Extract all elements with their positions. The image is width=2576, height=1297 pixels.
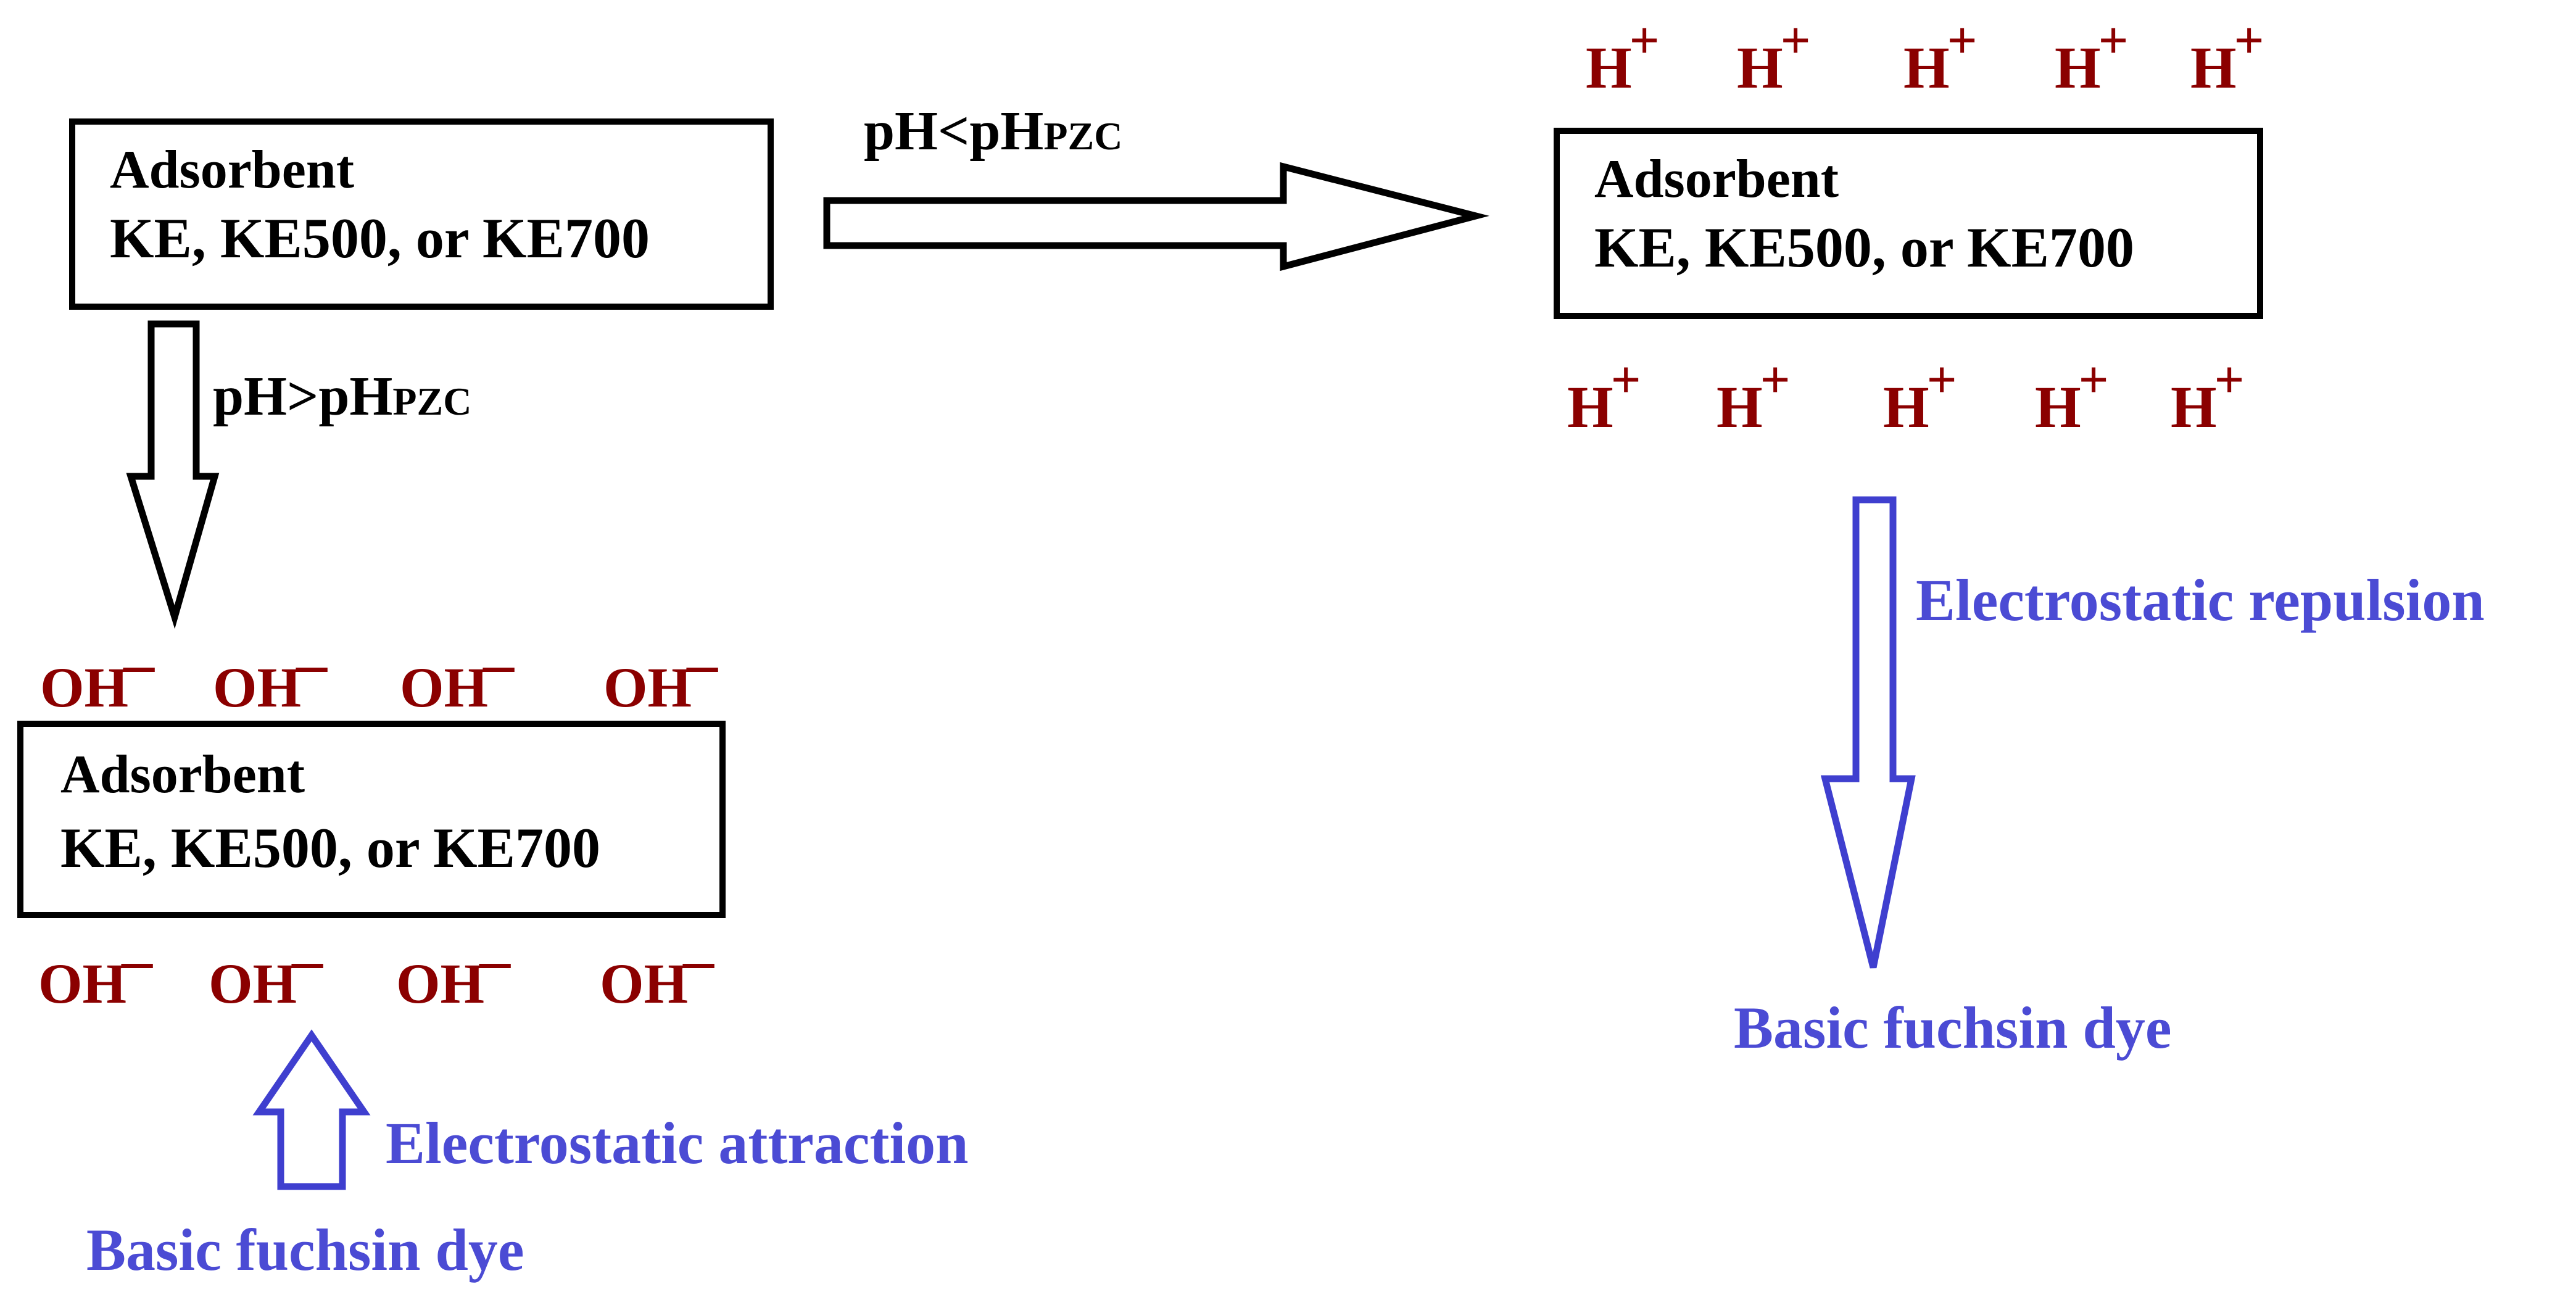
proton-ion: H+ <box>1567 350 1641 440</box>
positive-charge: + <box>1947 10 1978 70</box>
adsorbent-materials: KE, KE500, or KE700 <box>1594 216 2134 279</box>
proton-ion: H+ <box>2171 350 2245 440</box>
hydroxide-ion: OH– <box>603 629 718 719</box>
adsorbent-box-basic: Adsorbent KE, KE500, or KE700 <box>17 721 726 918</box>
negative-charge: – <box>483 629 515 698</box>
proton-ion: H+ <box>1717 350 1791 440</box>
positive-charge: + <box>1926 350 1957 409</box>
hydroxide-ion: OH– <box>600 926 714 1015</box>
proton-ion: H+ <box>2055 10 2129 101</box>
condition-acidic-subscript: PZC <box>1043 114 1123 158</box>
proton-ion: H+ <box>2035 350 2109 440</box>
positive-charge: + <box>1780 10 1811 70</box>
positive-charge: + <box>2078 350 2109 409</box>
negative-charge: – <box>687 629 718 698</box>
condition-basic-subscript: PZC <box>392 379 472 423</box>
proton-ion: H+ <box>2190 10 2264 101</box>
negative-charge: – <box>122 926 153 994</box>
negative-charge: – <box>479 926 511 994</box>
negative-charge: – <box>292 926 323 994</box>
adsorbent-title: Adsorbent <box>110 140 355 200</box>
hydroxide-ion: OH– <box>38 926 153 1015</box>
proton-ion: H+ <box>1883 350 1957 440</box>
arrow-down-repulsion <box>1820 496 1916 969</box>
dye-label-acidic: Basic fuchsin dye <box>1734 995 2172 1061</box>
arrow-down-basic <box>126 320 220 629</box>
positive-charge: + <box>2234 10 2264 70</box>
hydroxide-ion: OH– <box>209 926 323 1015</box>
hydroxide-ion: OH– <box>213 629 328 719</box>
negative-charge: – <box>123 629 155 698</box>
positive-charge: + <box>2214 350 2245 409</box>
adsorbent-box-acidic: Adsorbent KE, KE500, or KE700 <box>1554 128 2263 319</box>
dye-label-basic: Basic fuchsin dye <box>86 1217 524 1283</box>
proton-ion: H+ <box>1903 10 1978 101</box>
arrow-right-acidic <box>823 162 1489 271</box>
adsorbent-materials: KE, KE500, or KE700 <box>110 207 650 270</box>
adsorbent-title: Adsorbent <box>60 745 305 805</box>
condition-basic-main: pH>pH <box>213 366 393 427</box>
proton-ion: H+ <box>1737 10 1811 101</box>
positive-charge: + <box>1760 350 1791 409</box>
condition-basic-label: pH>pHPZC <box>213 369 471 425</box>
hydroxide-ion: OH– <box>40 629 155 719</box>
mechanism-attraction-label: Electrostatic attraction <box>386 1110 969 1176</box>
mechanism-repulsion-label: Electrostatic repulsion <box>1916 567 2485 633</box>
negative-charge: – <box>683 926 714 994</box>
proton-ion: H+ <box>1586 10 1660 101</box>
positive-charge: + <box>1629 10 1660 70</box>
adsorbent-box-initial: Adsorbent KE, KE500, or KE700 <box>69 118 774 310</box>
condition-acidic-label: pH<pHPZC <box>864 104 1122 159</box>
hydroxide-ion: OH– <box>400 629 515 719</box>
positive-charge: + <box>2098 10 2129 70</box>
arrow-up-attraction <box>252 1029 371 1190</box>
hydroxide-ion: OH– <box>396 926 511 1015</box>
condition-acidic-main: pH<pH <box>864 101 1044 162</box>
negative-charge: – <box>296 629 328 698</box>
adsorbent-title: Adsorbent <box>1594 149 1839 209</box>
positive-charge: + <box>1610 350 1641 409</box>
adsorbent-materials: KE, KE500, or KE700 <box>60 816 600 879</box>
